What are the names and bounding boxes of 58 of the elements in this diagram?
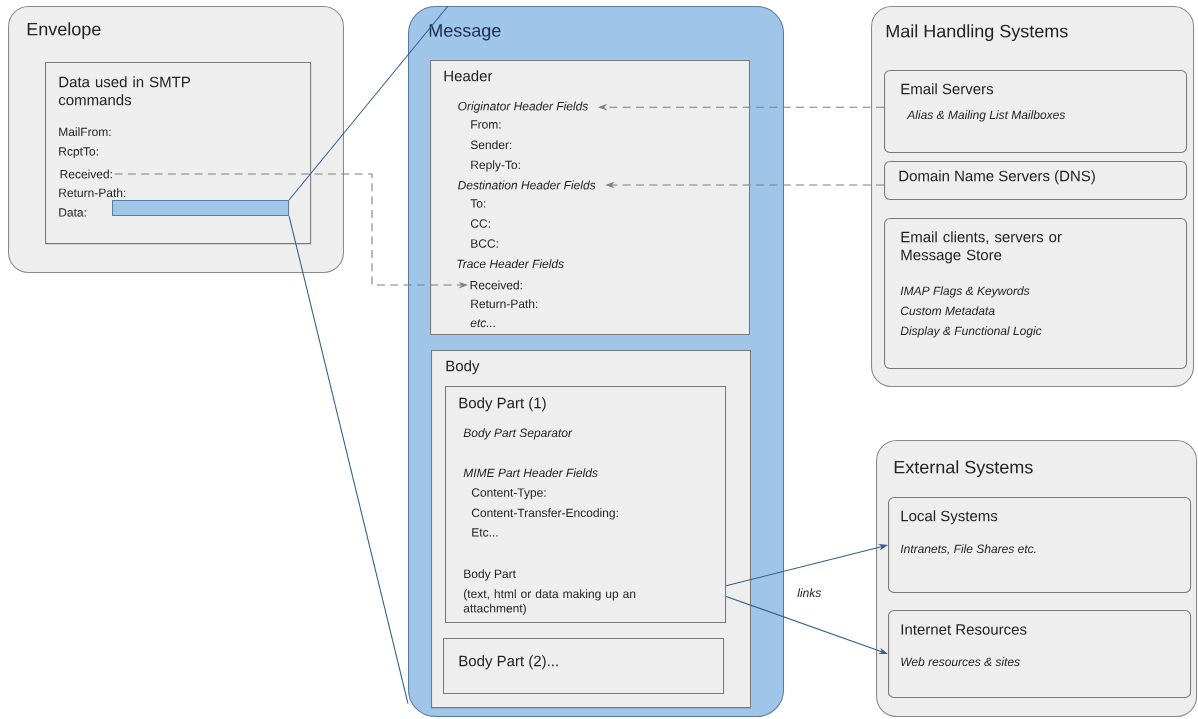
field-name: Reply-To: <box>471 160 520 172</box>
panel-title: Mail Handling Systems <box>886 24 1068 42</box>
group-label: Trace Header Fields <box>457 259 564 269</box>
description: IMAP Flags & Keywords <box>900 286 1030 298</box>
field-name: etc... <box>470 319 495 328</box>
panel-title: External Systems <box>894 460 1033 478</box>
box-title: Body Part (1) <box>459 397 546 412</box>
panel-title: Envelope <box>27 22 101 40</box>
system-box <box>888 497 1192 593</box>
field-name: Return-Path: <box>471 299 538 309</box>
box-title: Body Part (2)... <box>459 655 558 670</box>
field-name: Sender: <box>470 140 512 150</box>
field-name: Content-Transfer-Encoding: <box>471 508 618 520</box>
description: Web resources & sites <box>901 657 1020 667</box>
field-name: Data: <box>59 208 86 217</box>
field-name: Content-Type: <box>471 488 546 500</box>
zoom-line <box>288 5 449 201</box>
section-box <box>445 386 727 624</box>
data-bar <box>112 200 290 216</box>
box-title: Header <box>444 70 493 82</box>
description: Custom Metadata <box>900 306 995 316</box>
description: Intranets, File Shares etc. <box>900 544 1036 555</box>
panel-title: Message <box>429 24 501 41</box>
field-name: CC: <box>470 219 490 228</box>
field-name: MailFrom: <box>59 127 111 137</box>
field-name: Body Part <box>464 569 516 581</box>
section-box <box>430 60 750 336</box>
group-label: Body Part Separator <box>463 428 573 440</box>
system-box <box>884 70 1188 154</box>
links-label: links <box>797 588 822 598</box>
zoom-line <box>288 215 409 705</box>
box-title: Email Servers <box>901 83 994 95</box>
field-name: BCC: <box>471 239 498 248</box>
group-label: MIME Part Header Fields <box>463 468 598 478</box>
field-name: RcptTo: <box>59 147 98 158</box>
box-title: Body <box>446 360 480 375</box>
box-title: Local Systems <box>901 510 998 525</box>
description: Display & Functional Logic <box>900 326 1042 338</box>
box-title: Domain Name Servers (DNS) <box>899 170 1095 185</box>
system-box <box>888 610 1192 698</box>
system-box <box>884 218 1188 370</box>
field-name: Received: <box>60 169 112 179</box>
field-name: Return-Path: <box>59 188 126 198</box>
box-title: Internet Resources <box>901 624 1027 635</box>
arrow <box>725 595 888 655</box>
group-label: Originator Header Fields <box>458 101 589 113</box>
box-title: Data used in SMTP commands <box>58 76 190 106</box>
description: Alias & Mailing List Mailboxes <box>906 110 1066 122</box>
field-name: From: <box>471 120 501 129</box>
group-label: Destination Header Fields <box>458 180 596 190</box>
field-name: Received: <box>470 280 522 290</box>
field-name: To: <box>470 199 486 208</box>
section-box <box>443 638 725 694</box>
description: (text, html or data making up an attachment) <box>463 589 636 615</box>
system-box <box>884 161 1188 201</box>
section-box <box>45 62 312 245</box>
box-title: Email clients, servers or Message Store <box>901 231 1062 264</box>
field-name: Etc... <box>472 528 498 537</box>
